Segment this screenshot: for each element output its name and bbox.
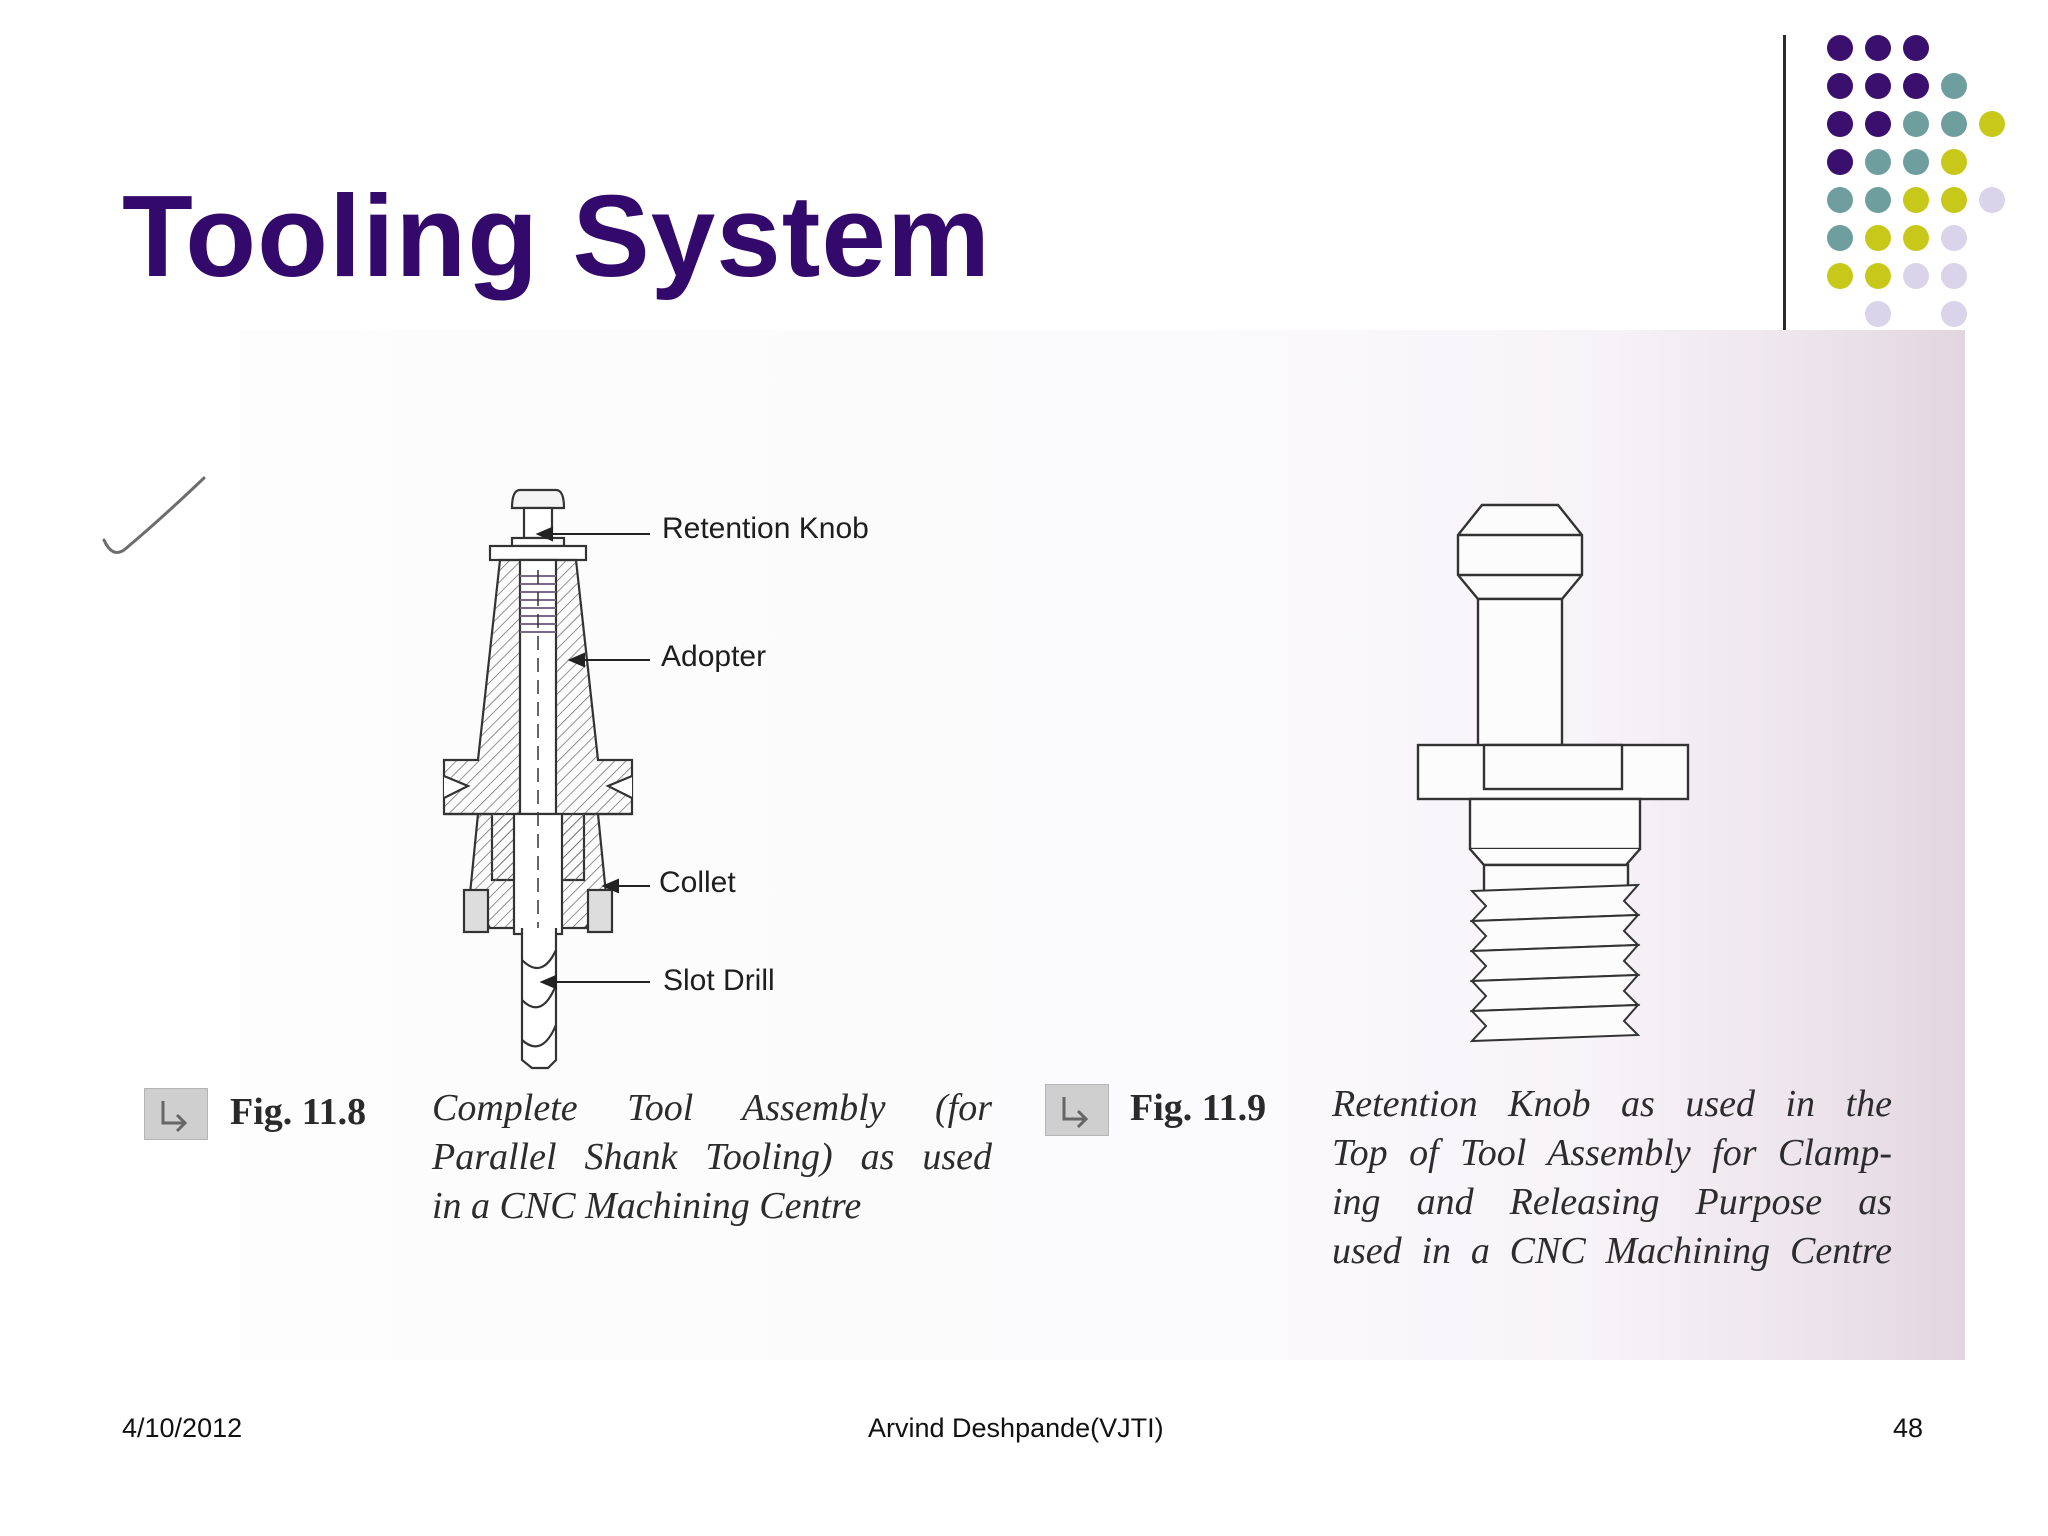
decorative-dot — [1941, 225, 1967, 251]
decorative-dot — [1941, 263, 1967, 289]
decorative-dot — [1903, 35, 1929, 61]
decorative-dot — [1865, 149, 1891, 175]
title-divider — [1783, 35, 1786, 375]
decorative-dot — [1865, 225, 1891, 251]
retention-knob-diagram — [1416, 503, 1690, 1043]
footer-page-number: 48 — [1893, 1413, 1924, 1443]
decorative-dot — [1941, 149, 1967, 175]
decorative-dot — [1827, 187, 1853, 213]
decorative-dot — [1903, 73, 1929, 99]
decorative-dot — [1827, 111, 1853, 137]
decorative-dot — [1865, 301, 1891, 327]
caption-line: Complete Tool Assembly (for — [432, 1087, 992, 1129]
caption-line: used in a CNC Machining Centre — [1332, 1230, 1892, 1272]
decorative-dot — [1941, 187, 1967, 213]
caption-number-fig-11-8: Fig. 11.8 — [230, 1091, 367, 1133]
caption-line: ing and Releasing Purpose as — [1332, 1181, 1892, 1223]
decorative-dot — [1903, 225, 1929, 251]
caption-text-fig-11-8: Complete Tool Assembly (for Parallel Sha… — [432, 1084, 992, 1231]
decorative-dot-grid — [1827, 35, 2005, 327]
label-retention-knob: Retention Knob — [662, 512, 869, 545]
caption-number-fig-11-9: Fig. 11.9 — [1130, 1087, 1267, 1129]
decorative-dot — [1941, 73, 1967, 99]
tool-assembly-diagram — [442, 488, 650, 1070]
decorative-dot — [1903, 187, 1929, 213]
decorative-dot — [1903, 263, 1929, 289]
decorative-dot — [1865, 73, 1891, 99]
decorative-dot — [1941, 301, 1967, 327]
caption-text-fig-11-9: Retention Knob as used in the Top of Too… — [1332, 1080, 1892, 1276]
caption-icon-fig-11-9 — [1045, 1084, 1109, 1136]
decorative-dot — [1865, 111, 1891, 137]
footer-date: 4/10/2012 — [122, 1413, 243, 1443]
label-collet: Collet — [659, 866, 736, 899]
decorative-dot — [1827, 263, 1853, 289]
footer-author: Arvind Deshpande(VJTI) — [868, 1413, 1164, 1443]
checkmark-icon — [102, 476, 206, 554]
caption-line: in a CNC Machining Centre — [432, 1185, 862, 1227]
decorative-dot — [1903, 149, 1929, 175]
caption-line: Retention Knob as used in the — [1332, 1083, 1892, 1125]
decorative-dot — [1979, 111, 2005, 137]
decorative-dot — [1903, 111, 1929, 137]
label-adopter: Adopter — [661, 640, 767, 673]
decorative-dot — [1865, 263, 1891, 289]
decorative-dot — [1865, 187, 1891, 213]
caption-line: Top of Tool Assembly for Clamp- — [1332, 1132, 1892, 1174]
decorative-dot — [1865, 35, 1891, 61]
decorative-dot — [1827, 35, 1853, 61]
slide-title: Tooling System — [122, 171, 992, 301]
decorative-dot — [1941, 111, 1967, 137]
label-slot-drill: Slot Drill — [663, 964, 775, 997]
decorative-dot — [1827, 225, 1853, 251]
decorative-dot — [1827, 73, 1853, 99]
decorative-dot — [1979, 187, 2005, 213]
caption-line: Parallel Shank Tooling) as used — [432, 1136, 992, 1178]
decorative-dot — [1827, 149, 1853, 175]
caption-icon-fig-11-8 — [144, 1088, 208, 1140]
